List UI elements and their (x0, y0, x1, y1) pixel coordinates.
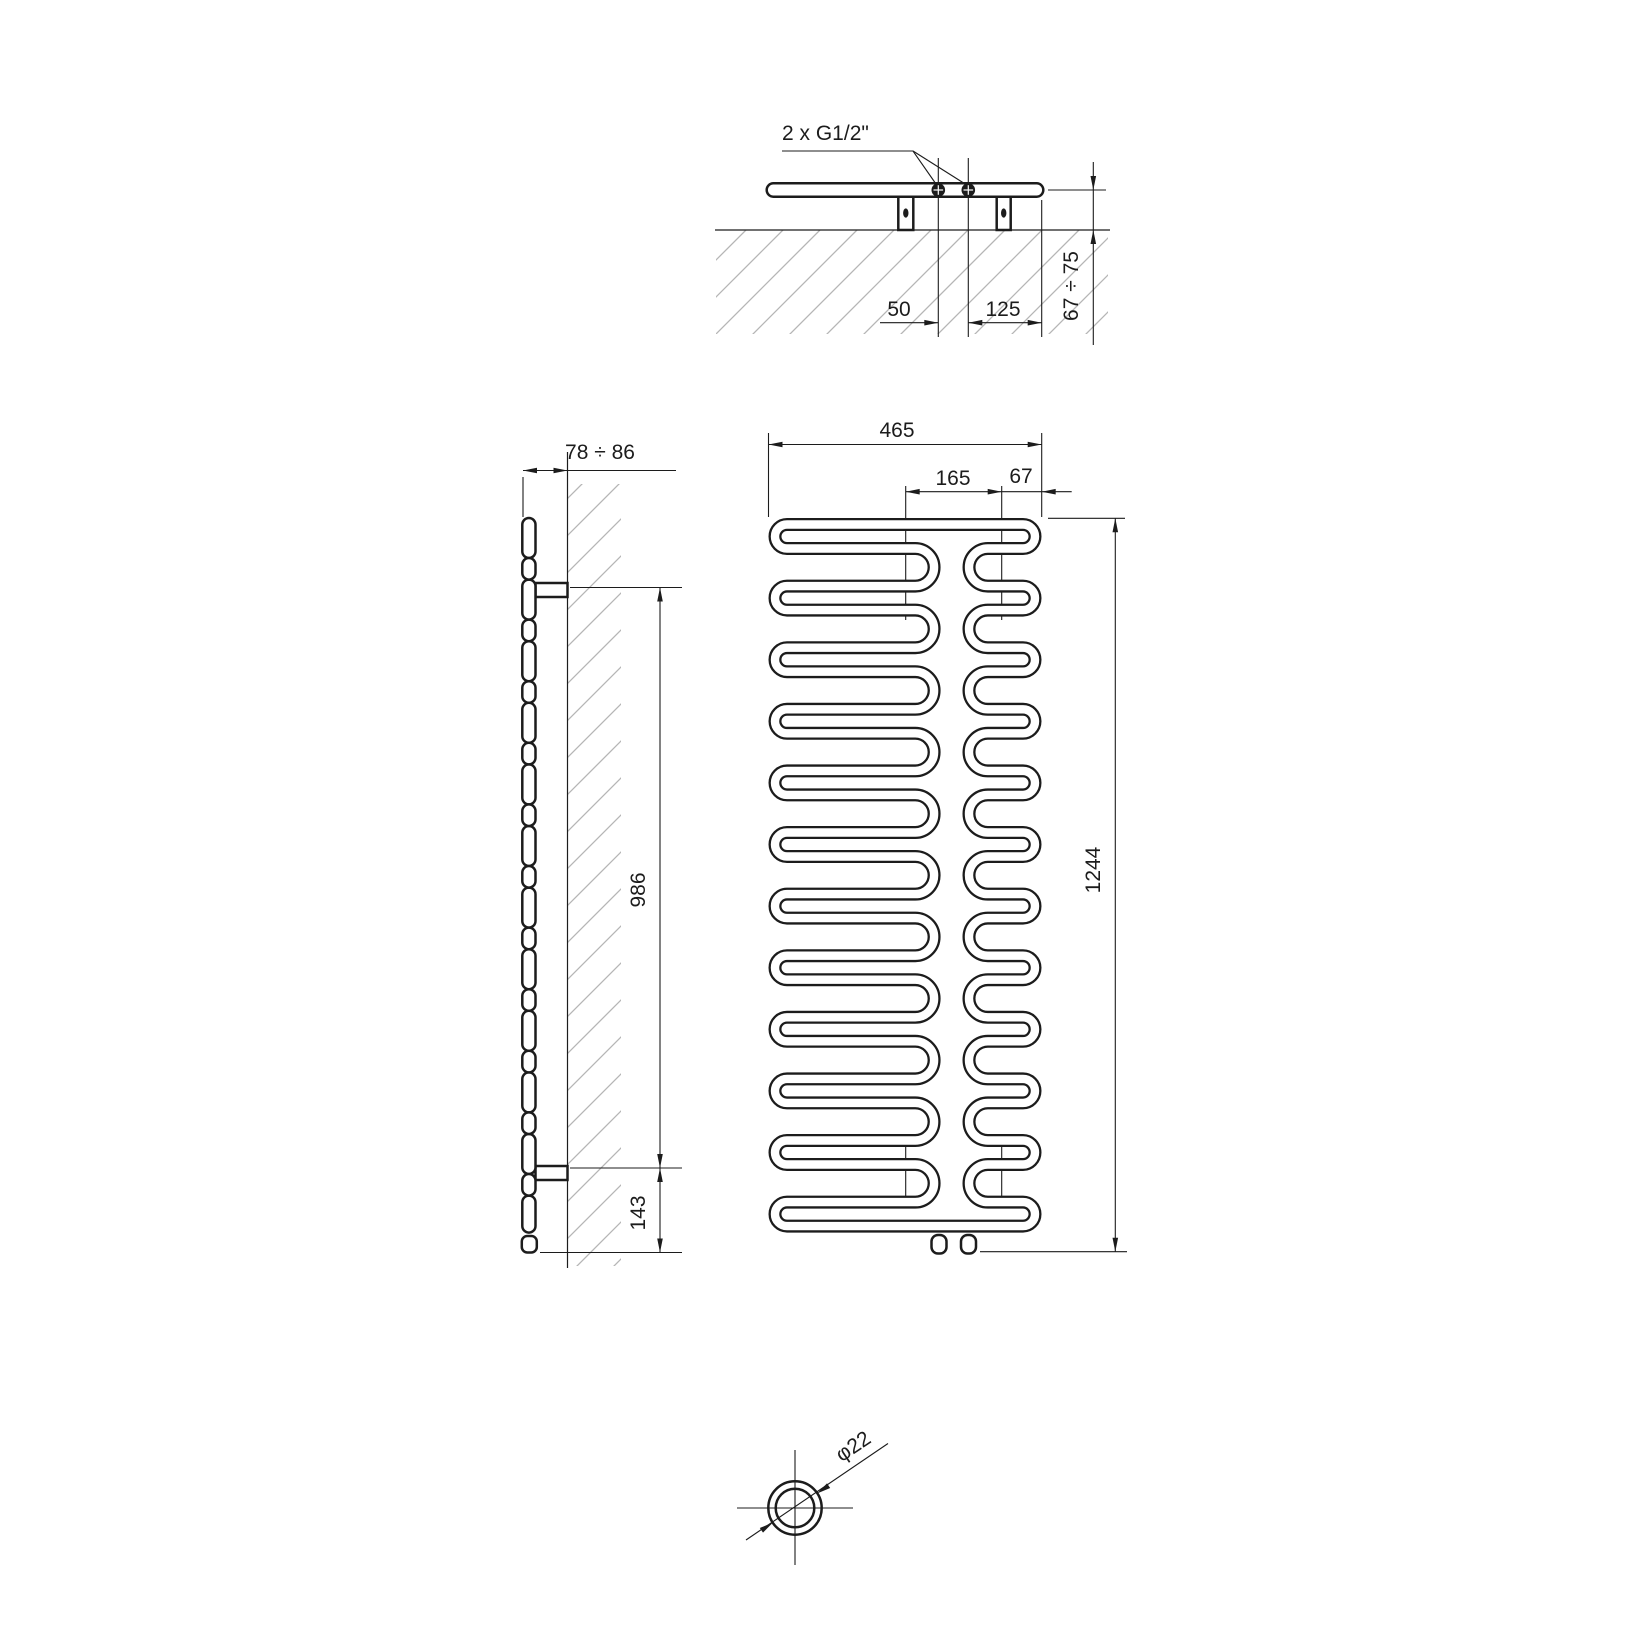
leader-line (782, 150, 937, 185)
connections-label: 2 x G1/2" (782, 122, 869, 145)
side-view: 78 ÷ 86 986 143 (520, 441, 682, 1268)
top-view: 2 x G1/2" 50 125 67 ÷ 75 (715, 122, 1110, 345)
tube-outer-wall (767, 1480, 823, 1536)
bracket-side-bottom (534, 1164, 569, 1182)
bracket-slot (1001, 208, 1007, 218)
tube-inner-wall (774, 1487, 816, 1529)
dim-connection-to-edge: 125 (985, 298, 1020, 321)
dim-wall-distance: 67 ÷ 75 (1060, 251, 1083, 321)
front-view: 465 165 67 1244 (767, 419, 1127, 1255)
dim-bracket-spacing: 165 (935, 467, 970, 490)
tube-section-detail: φ22 (737, 1427, 889, 1565)
valve-foot-side (520, 1234, 539, 1254)
dim-bracket-to-edge: 67 (1009, 465, 1032, 488)
pipe-connection (961, 183, 976, 197)
radiator-side-profile (520, 516, 539, 1254)
valve-foot (930, 1233, 948, 1255)
dim-depth: 78 ÷ 86 (565, 441, 635, 464)
dim-height: 1244 (1082, 846, 1105, 893)
pipe-connection (931, 183, 946, 197)
radiator-plan-bar (765, 182, 1045, 198)
radiator-coil (768, 518, 1042, 1233)
wall-hatching-top (716, 230, 1108, 334)
dim-bracket-to-bottom: 143 (627, 1195, 650, 1230)
dim-width: 465 (879, 419, 914, 442)
wall-hatching-side (568, 484, 621, 1266)
bracket-side-top (534, 581, 569, 599)
dim-connection-spacing: 50 (887, 298, 910, 321)
bracket-slot (903, 208, 909, 218)
valve-foot (959, 1233, 978, 1255)
dim-tube-diameter: φ22 (832, 1427, 876, 1467)
dim-bracket-span: 986 (627, 872, 650, 907)
